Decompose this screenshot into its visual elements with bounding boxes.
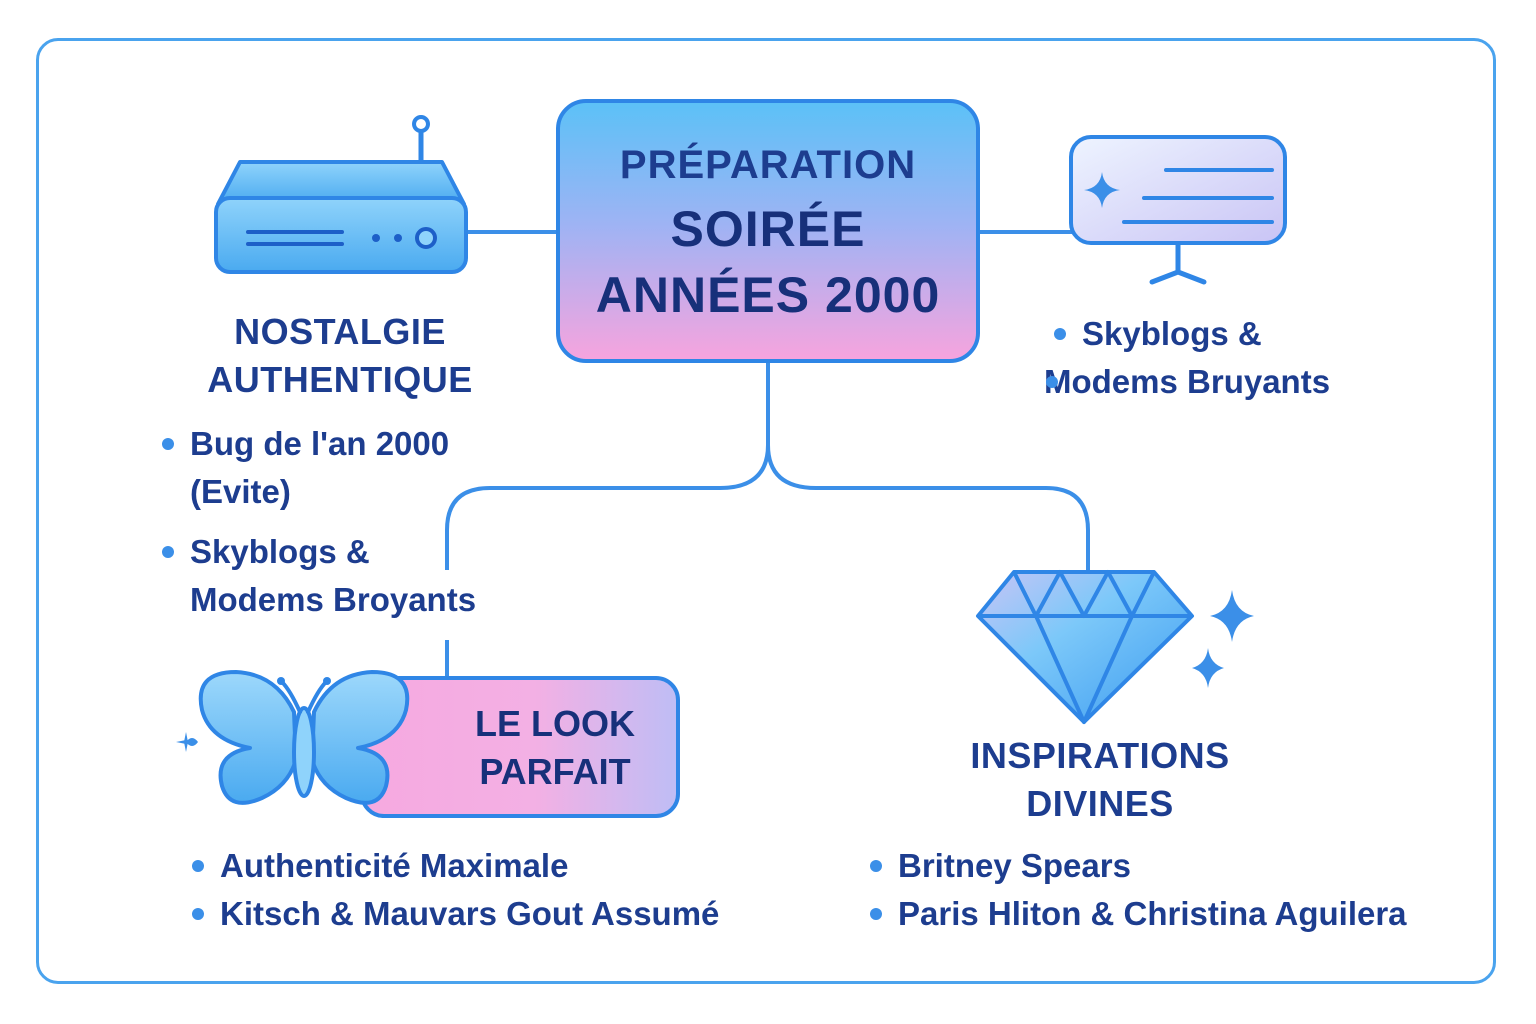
central-title-line2: SOIRÉE [670,201,866,257]
connector-trunk [445,363,770,570]
look-list: Authenticité Maximale Kitsch & Mauvars G… [190,842,810,938]
list-item: Authenticité Maximale [190,842,810,890]
list-item: Skyblogs & [1052,310,1432,358]
list-item: Skyblogs & Modems Broyants [160,528,560,624]
monitor-icon [1069,135,1287,285]
nostalgie-title-line1: NOSTALGIE [234,311,446,352]
skyblogs-list: Skyblogs & Modems Bruyants [1044,310,1432,406]
nostalgie-title-line2: AUTHENTIQUE [207,359,473,400]
look-title-line1: LE LOOK [475,703,635,744]
inspirations-title-line2: DIVINES [1026,783,1174,824]
central-node: PRÉPARATION SOIRÉE ANNÉES 2000 [556,99,980,363]
list-item-text: Skyblogs & [190,533,370,570]
list-item-cont: Modems Bruyants [1044,358,1432,406]
inspirations-heading: INSPIRATIONS DIVINES [920,732,1280,828]
list-item-text-cont: (Evite) [190,473,291,510]
inspirations-list: Britney Spears Paris Hliton & Christina … [868,842,1478,938]
look-heading: LE LOOK PARFAIT [430,700,680,796]
inspirations-title-line1: INSPIRATIONS [970,735,1230,776]
list-item: Kitsch & Mauvars Gout Assumé [190,890,810,938]
list-item: Britney Spears [868,842,1478,890]
modem-icon [214,115,468,274]
look-node [360,676,680,818]
list-item-text-cont: Modems Broyants [190,581,477,618]
list-item-text: Authenticité Maximale [220,847,569,884]
nostalgie-list: Bug de l'an 2000 (Evite) Skyblogs & Modems… [160,420,560,624]
list-item-text: Skyblogs & [1082,315,1262,352]
list-item-text: Britney Spears [898,847,1131,884]
list-item-text: Kitsch & Mauvars Gout Assumé [220,895,720,932]
nostalgie-heading: NOSTALGIE AUTHENTIQUE [170,308,510,404]
diagram-frame [36,38,1496,984]
butterfly-icon [176,670,410,805]
list-item-text-cont: Modems Bruyants [1044,363,1331,400]
look-title-line2: PARFAIT [479,751,631,792]
list-item-text: Paris Hliton & Christina Aguilera [898,895,1407,932]
central-title-line1: PRÉPARATION [619,143,917,187]
list-item-text: Bug de l'an 2000 [190,425,450,462]
connector-inspirations [766,444,1090,570]
central-title-line3: ANNÉES 2000 [595,267,941,323]
diamond-icon [976,570,1254,724]
list-item: Bug de l'an 2000 (Evite) [160,420,560,516]
list-item: Paris Hliton & Christina Aguilera [868,890,1478,938]
